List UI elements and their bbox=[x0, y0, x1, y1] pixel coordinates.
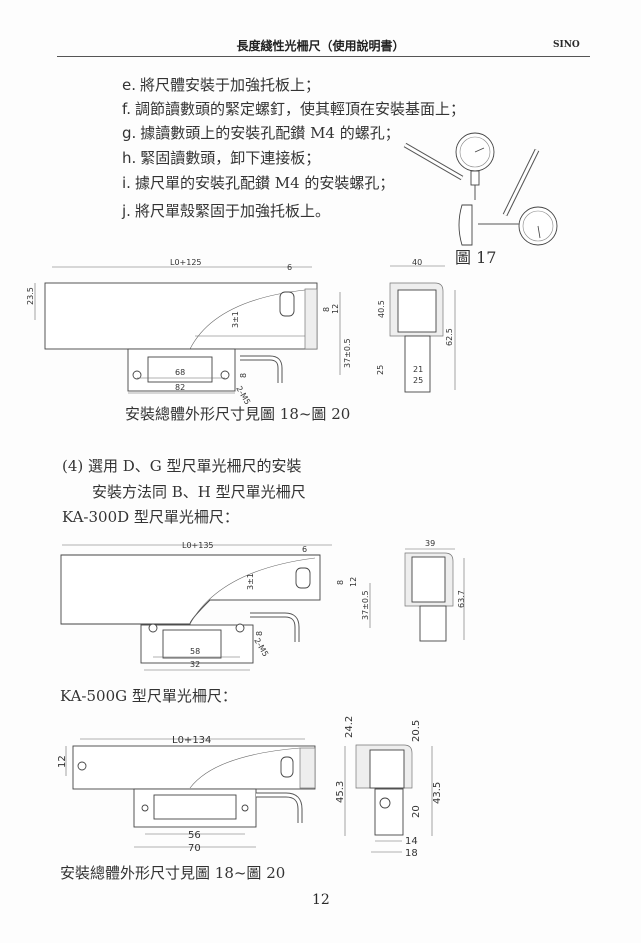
dim-43-5: 43.5 bbox=[432, 782, 443, 804]
dial-gauge-figure bbox=[403, 132, 558, 246]
step-label: e. bbox=[122, 76, 136, 94]
step-e: e.將尺體安裝于加強托板上； bbox=[122, 74, 320, 95]
dim-82: 82 bbox=[175, 383, 185, 392]
drawing-2-side-view: L0+135 6 3±1 8 12 37±0.5 8 2-M5 58 32 bbox=[60, 541, 371, 671]
section-4-title: (4) 選用 D、G 型尺單光柵尺的安裝 bbox=[62, 457, 302, 475]
dim-25: 25 bbox=[413, 376, 423, 385]
dim-18: 18 bbox=[405, 848, 418, 859]
dim-3: 3±1 bbox=[231, 311, 240, 328]
drawing-2-end-view: 39 63.7 bbox=[404, 539, 466, 642]
section-4-subtitle: 安裝方法同 B、H 型尺單光柵尺 bbox=[92, 483, 306, 501]
step-text: 據讀數頭上的安裝孔配鑚 M4 的螺孔； bbox=[140, 124, 400, 142]
dim-12: 12 bbox=[57, 755, 68, 768]
dim-37: 37±0.5 bbox=[343, 338, 352, 368]
dim-length: L0+135 bbox=[182, 541, 214, 550]
step-h: h.緊固讀數頭，卸下連接板； bbox=[122, 147, 320, 168]
step-text: 調節讀數頭的緊定螺釘，使其輕頂在安裝基面上； bbox=[134, 100, 465, 118]
dim-39: 39 bbox=[425, 539, 435, 548]
step-label: h. bbox=[122, 149, 137, 167]
dim-8: 8 bbox=[336, 580, 345, 585]
dim-6: 6 bbox=[287, 263, 292, 272]
step-text: 緊固讀數頭，卸下連接板； bbox=[140, 149, 321, 167]
drawing-3-end-view: 24.2 45.3 20.5 43.5 20 14 18 bbox=[335, 716, 443, 859]
header-brand: SINO bbox=[553, 40, 580, 50]
dim-40: 40 bbox=[412, 258, 422, 267]
dim-length: L0+125 bbox=[170, 258, 202, 267]
dim-24-2: 24.2 bbox=[344, 716, 355, 738]
step-text: 將尺單殼緊固于加強托板上。 bbox=[134, 202, 330, 220]
header-rule bbox=[57, 56, 590, 57]
dim-23-5: 23.5 bbox=[26, 287, 35, 305]
drawing-1-end-view: 40 40.5 62.5 25 21 25 bbox=[376, 258, 456, 393]
dim-m5: 2-M5 bbox=[234, 385, 252, 407]
dim-32: 32 bbox=[190, 660, 200, 669]
caption-2: 安裝總體外形尺寸見圖 18~圖 20 bbox=[60, 864, 286, 882]
dim-12: 12 bbox=[349, 577, 358, 587]
step-label: f. bbox=[122, 100, 131, 118]
dim-8b: 8 bbox=[255, 631, 264, 636]
dim-length: L0+134 bbox=[172, 735, 211, 746]
step-f: f.調節讀數頭的緊定螺釘，使其輕頂在安裝基面上； bbox=[122, 98, 465, 119]
dim-45-3: 45.3 bbox=[335, 781, 346, 803]
step-g: g.據讀數頭上的安裝孔配鑚 M4 的螺孔； bbox=[122, 122, 400, 143]
dim-21: 21 bbox=[413, 365, 423, 374]
step-i: i.據尺單的安裝孔配鑚 M4 的安裝螺孔； bbox=[122, 172, 394, 193]
dim-37: 37±0.5 bbox=[361, 590, 370, 620]
step-label: j. bbox=[122, 202, 131, 220]
drawing-1-side-view: L0+125 6 23.5 3±1 8 12 37±0.5 8 2-M5 68 … bbox=[26, 258, 352, 406]
ka500g-heading: KA-500G 型尺單光柵尺： bbox=[60, 687, 237, 705]
figure-17-label: 圖 17 bbox=[455, 248, 497, 267]
dim-3: 3±1 bbox=[246, 573, 255, 590]
dim-68: 68 bbox=[175, 368, 185, 377]
dim-56: 56 bbox=[188, 830, 201, 841]
step-text: 將尺體安裝于加強托板上； bbox=[140, 76, 321, 94]
dim-40-5: 40.5 bbox=[377, 300, 386, 318]
dim-70: 70 bbox=[188, 843, 201, 854]
caption-1: 安裝總體外形尺寸見圖 18~圖 20 bbox=[125, 405, 351, 423]
dim-12: 12 bbox=[331, 304, 340, 314]
dim-20-5: 20.5 bbox=[411, 720, 422, 742]
dim-8: 8 bbox=[322, 307, 331, 312]
ka300d-heading: KA-300D 型尺單光柵尺： bbox=[62, 508, 239, 526]
dim-63-7: 63.7 bbox=[457, 590, 466, 608]
step-text: 據尺單的安裝孔配鑚 M4 的安裝螺孔； bbox=[134, 174, 395, 192]
step-j: j.將尺單殼緊固于加強托板上。 bbox=[122, 200, 330, 221]
page-number: 12 bbox=[312, 892, 330, 908]
dim-62-5: 62.5 bbox=[445, 328, 454, 346]
dim-8b: 8 bbox=[239, 373, 248, 378]
dim-58: 58 bbox=[190, 647, 200, 656]
step-label: i. bbox=[122, 174, 131, 192]
dim-25-vertical: 25 bbox=[376, 365, 385, 375]
dim-6: 6 bbox=[302, 545, 307, 554]
dim-14: 14 bbox=[405, 836, 418, 847]
header-title: 長度綫性光柵尺（使用說明書） bbox=[236, 39, 405, 53]
dim-20: 20 bbox=[411, 805, 422, 818]
step-label: g. bbox=[122, 124, 137, 142]
drawing-3-side-view: L0+134 12 56 70 bbox=[57, 735, 316, 854]
dim-m5: 2-M5 bbox=[252, 637, 270, 659]
